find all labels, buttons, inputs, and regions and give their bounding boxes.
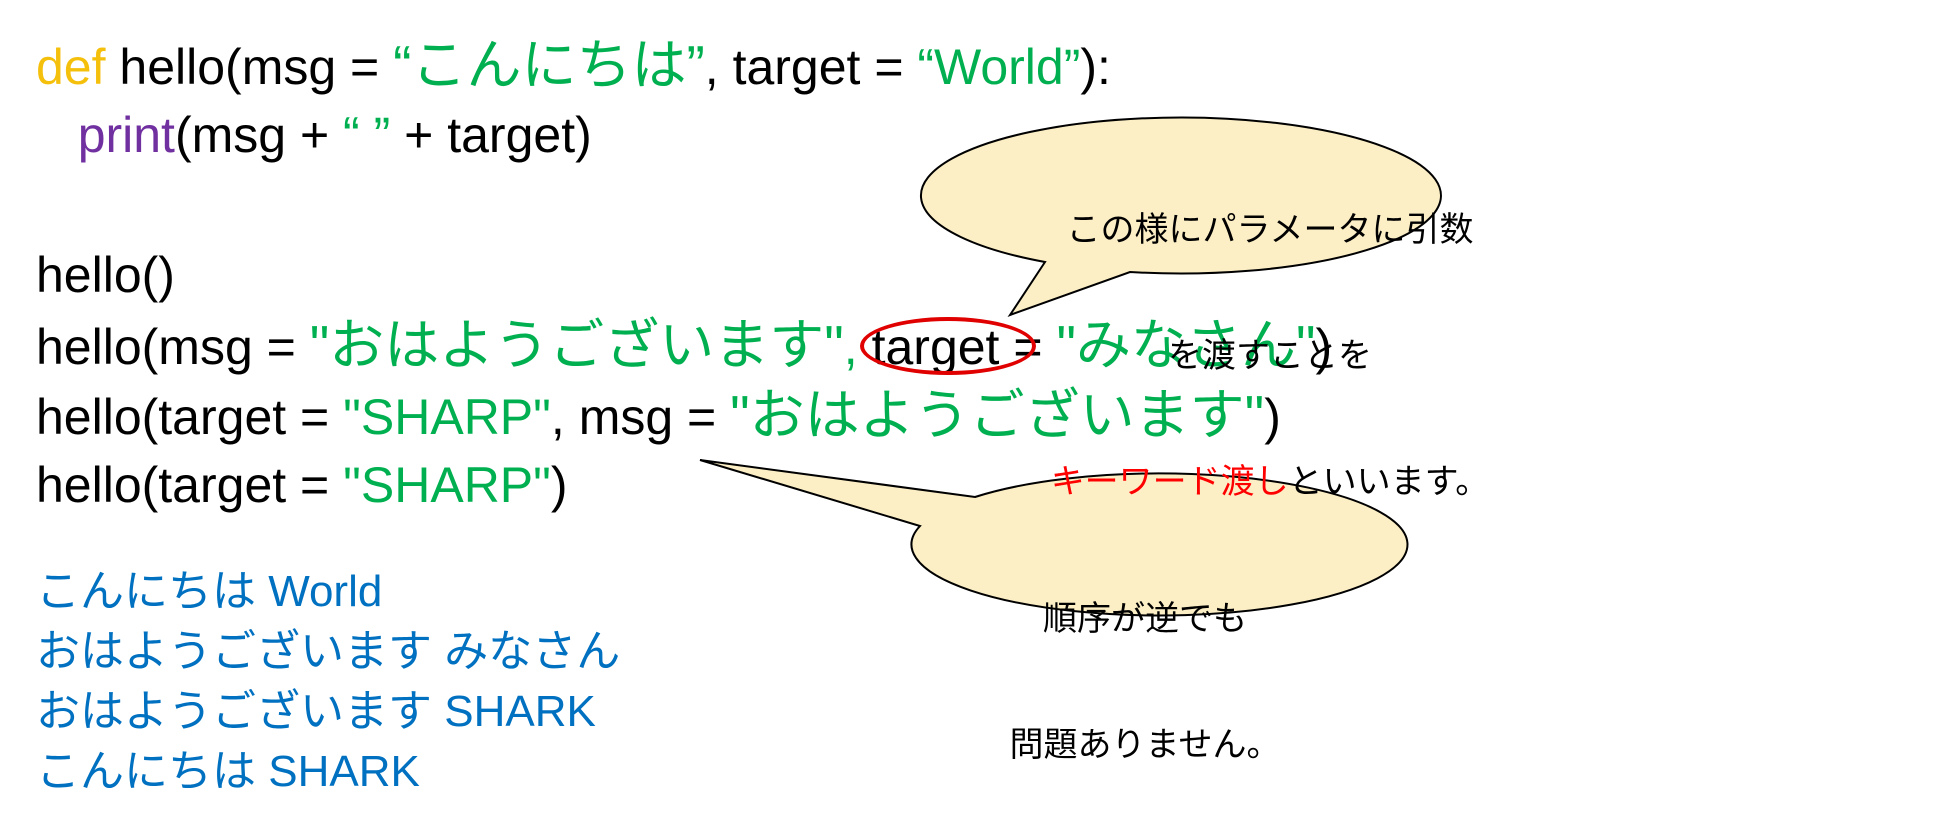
string-literal: "みなさん" [1056,314,1316,376]
highlight-circle [860,317,1036,375]
output-line: おはようございます みなさん [36,627,621,676]
program-output: こんにちは World おはようございます みなさん おはようございます SHA… [36,562,620,802]
code-text: ): [1080,39,1111,95]
code-line-call-1: hello() [36,240,1332,310]
callout-bottom-text: 順序が逆でも 問題ありません。 [990,514,1300,808]
code-text: hello() [36,247,175,303]
code-text: , target = [704,39,918,95]
callout-top-line: キーワード渡しといいます。 [1050,461,1490,503]
callout-bottom-line: 問題ありません。 [1009,726,1281,764]
string-literal: “ ” [343,107,391,163]
callout-top-text: この様にパラメータに引数 を渡すことを キーワード渡しといいます。 [1050,125,1490,545]
callout-bottom-line: 順序が逆でも [1043,600,1247,638]
callout-bottom-bubble [699,459,1409,617]
output-line: おはようございます SHARK [36,687,596,736]
string-literal: “World” [917,39,1081,95]
string-literal: "SHARP" [343,389,551,445]
callout-top-line: を渡すことを [1168,337,1372,375]
code-line-def: def hello(msg = “こんにちは”, target = “World… [36,30,1332,100]
code-text: ) [1264,389,1281,445]
code-text: , [843,319,872,375]
keyword-print: print [77,107,175,163]
code-text: , msg = [550,389,731,445]
code-text: ) [550,457,568,513]
callout-top-line: この様にパラメータに引数 [1066,211,1474,249]
output-line: こんにちは World [36,567,383,616]
code-text: hello(msg = [36,319,310,375]
code-line-call-3: hello(target = "SHARP", msg = "おはようございます… [36,380,1332,450]
code-text: hello(msg = [105,39,394,95]
string-literal: "おはようございます" [730,384,1265,446]
output-line: こんにちは SHARK [36,747,420,796]
code-text: hello(target = [36,457,344,513]
code-text: (msg + [174,107,344,163]
string-literal: “こんにちは” [393,34,705,96]
code-line-print: print(msg + “ ” + target) [36,100,1332,170]
callout-top-line-rest: といいます。 [1288,463,1490,501]
code-text: + target) [390,107,592,163]
string-literal: "SHARP" [343,457,551,513]
keyword-passing-term: キーワード渡し [1050,463,1289,501]
code-text: ) [1315,319,1333,375]
string-literal: "おはようございます" [309,314,844,376]
keyword-def: def [36,39,106,95]
code-text: hello(target = [36,389,344,445]
code-line-call-4: hello(target = "SHARP") [36,450,1332,520]
callout-top-bubble [919,116,1442,317]
